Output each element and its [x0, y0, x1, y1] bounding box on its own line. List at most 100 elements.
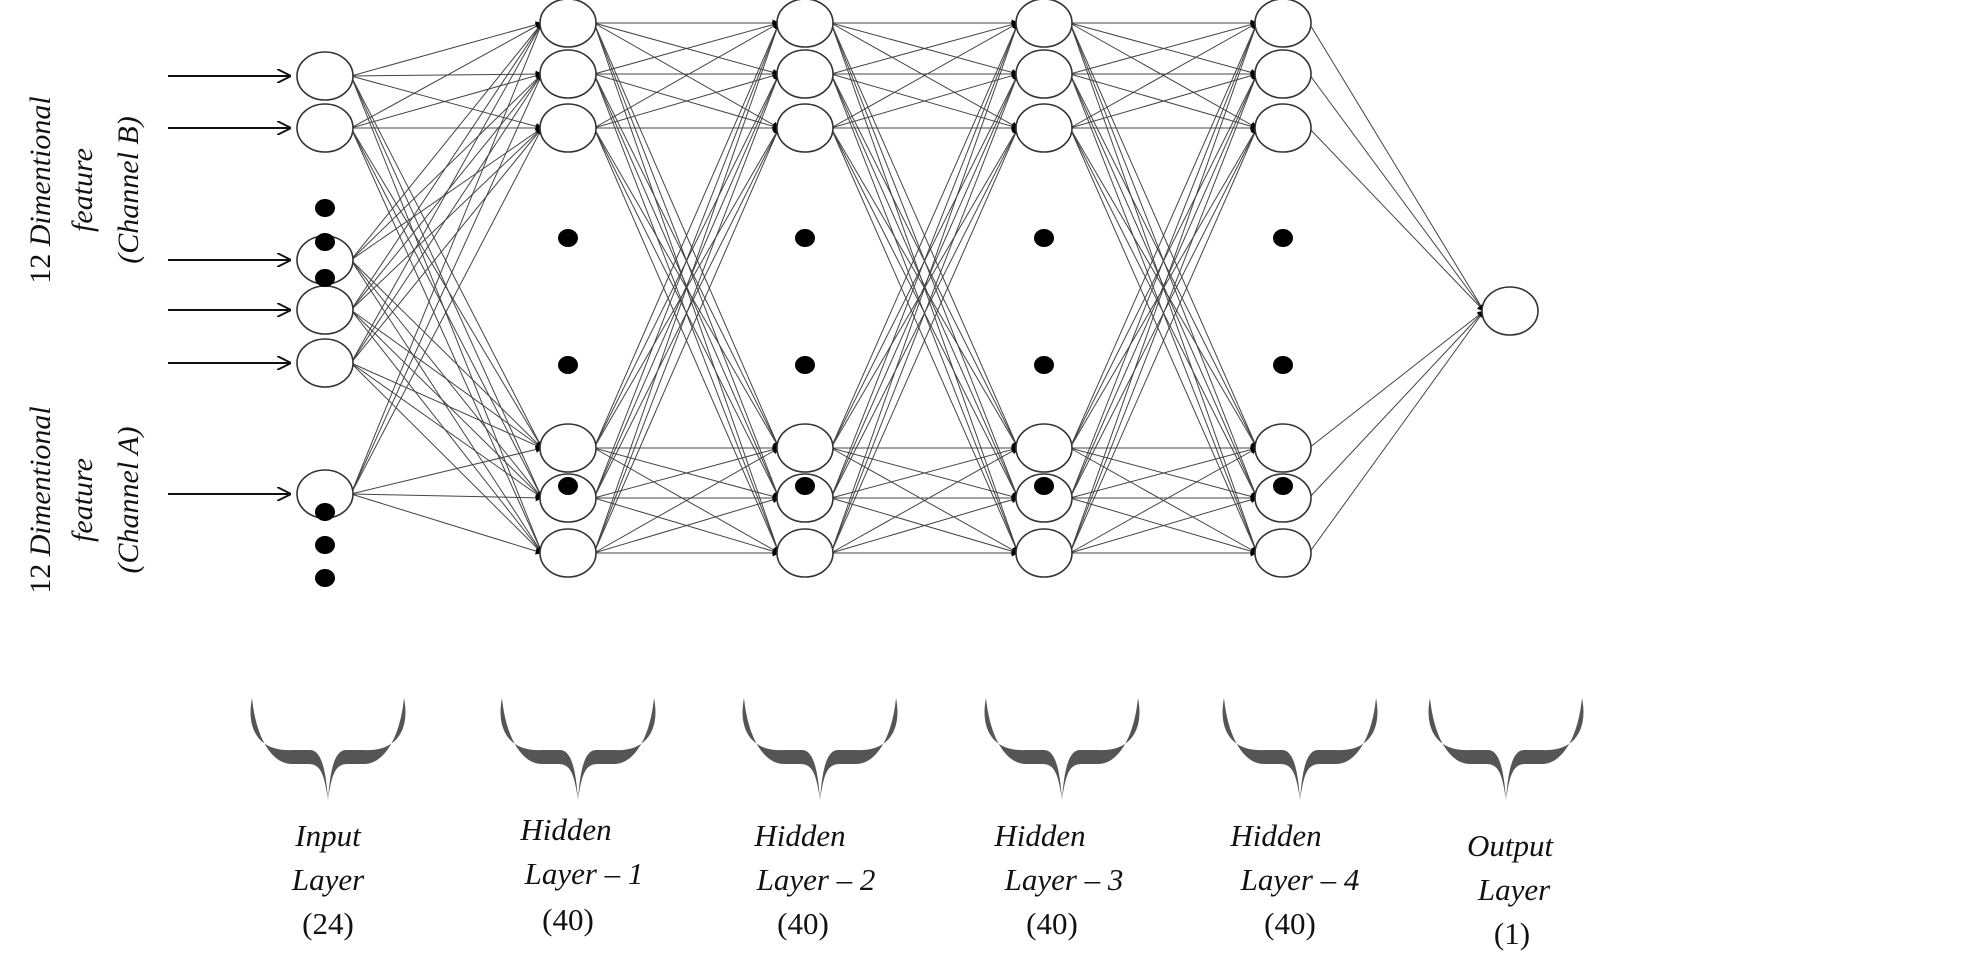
connection-edge: [593, 21, 780, 75]
output-neuron: [1481, 286, 1539, 336]
layer-name-line2: Layer – 1: [524, 856, 644, 891]
connection-edge: [830, 22, 1020, 554]
ellipsis-dot: [315, 233, 335, 251]
hidden-layer-1-caption: Hidden Layer – 1 (40): [519, 812, 643, 937]
connection-edge: [830, 73, 1019, 554]
layer-name-line2: Layer – 4: [1240, 862, 1360, 897]
input-neuron: [296, 338, 354, 388]
hidden-neuron: [776, 528, 834, 578]
connection-edge: [593, 73, 780, 499]
hidden-neuron: [539, 49, 597, 99]
ellipsis-dot: [1034, 356, 1054, 374]
connection-edge: [350, 22, 543, 129]
connection-edge: [350, 127, 543, 449]
ellipsis-dot: [1273, 477, 1293, 495]
layer-brace: [500, 698, 656, 800]
connection-edge: [593, 127, 780, 554]
connection-edge: [830, 446, 1019, 499]
connection-edge: [1069, 22, 1258, 129]
hidden-neuron: [776, 423, 834, 473]
layer-brace: [1428, 698, 1584, 800]
ellipsis-dot: [795, 229, 815, 247]
hidden-layer-2-caption: Hidden Layer – 2 (40): [753, 818, 875, 941]
connection-edge: [350, 362, 543, 449]
hidden-neuron: [1015, 528, 1073, 578]
ellipsis-dots: [315, 199, 1293, 587]
hidden-neuron: [776, 103, 834, 153]
connection-edge: [593, 72, 780, 129]
connection-edge: [350, 362, 543, 499]
layer-brace: [1222, 698, 1378, 800]
connection-edge: [1069, 72, 1258, 129]
hidden-neuron: [1254, 103, 1312, 153]
connection-edge: [350, 309, 543, 554]
connection-edge: [350, 22, 543, 261]
channel-b-line1: 12 Dimentional: [24, 96, 57, 284]
connection-edge: [350, 309, 543, 449]
connection-edge: [350, 309, 543, 499]
layer-count: (40): [542, 902, 594, 937]
input-neuron: [296, 103, 354, 153]
connection-edge: [350, 259, 543, 554]
connection-edge: [1069, 73, 1258, 554]
ellipsis-dot: [558, 356, 578, 374]
hidden-neuron: [1015, 423, 1073, 473]
connection-edge: [350, 73, 543, 364]
hidden-neuron: [539, 473, 597, 523]
connection-edge: [593, 22, 780, 499]
layer-brace: [984, 698, 1140, 800]
ellipsis-dot: [315, 503, 335, 521]
connection-edge: [1308, 73, 1485, 312]
layer-brace: [250, 698, 406, 800]
svg-text:12 Dimentional: 12 Dimentional: [24, 406, 57, 594]
connection-edge: [593, 446, 780, 499]
layer-name-line2: Layer: [1477, 872, 1551, 907]
connection-edge: [830, 447, 1019, 554]
connection-edge: [1069, 447, 1258, 554]
channel-b-label: 12 Dimentional feature (Channel B): [24, 96, 145, 284]
channel-a-line2: feature: [66, 458, 99, 542]
layer-name-line1: Input: [294, 818, 362, 853]
hidden-neuron: [539, 423, 597, 473]
ellipsis-dot: [1273, 356, 1293, 374]
connection-edge: [1308, 310, 1485, 449]
hidden-neuron: [1015, 49, 1073, 99]
connection-edge: [593, 496, 780, 554]
ellipsis-dot: [795, 356, 815, 374]
connection-edge: [350, 493, 543, 502]
layer-name-line2: Layer – 2: [756, 862, 876, 897]
ellipsis-dot: [315, 569, 335, 587]
hidden-neuron: [1254, 49, 1312, 99]
connection-edge: [350, 22, 543, 364]
connection-edge: [350, 127, 543, 554]
hidden-layer-4-caption: Hidden Layer – 4 (40): [1229, 818, 1359, 941]
hidden-neuron: [776, 0, 834, 48]
connection-edge: [593, 22, 780, 129]
layer-count: (40): [1026, 906, 1078, 941]
connection-edge: [593, 22, 780, 449]
ellipsis-dot: [315, 199, 335, 217]
hidden-neuron: [1015, 103, 1073, 153]
connection-edge: [830, 22, 1019, 499]
layer-brace: [742, 698, 898, 800]
layer-name-line1: Hidden: [519, 812, 611, 847]
connection-edge: [830, 127, 1019, 554]
hidden-neuron: [776, 49, 834, 99]
connection-edge: [1069, 446, 1258, 499]
ellipsis-dot: [558, 229, 578, 247]
channel-a-line3: (Channel A): [112, 427, 145, 574]
input-arrows: [168, 76, 290, 494]
connection-edge: [830, 21, 1019, 75]
connection-edge: [830, 22, 1019, 129]
connection-edge: [350, 362, 543, 554]
connection-edge: [350, 72, 543, 129]
connection-edge: [350, 22, 543, 495]
hidden-neuron: [1015, 473, 1073, 523]
ellipsis-dot: [1034, 477, 1054, 495]
connection-edge: [350, 493, 543, 555]
layer-count: (40): [777, 906, 829, 941]
hidden-neuron: [776, 473, 834, 523]
input-layer-caption: Input Layer (24): [291, 818, 365, 941]
ellipsis-dot: [795, 477, 815, 495]
connection-edge: [1069, 496, 1258, 554]
